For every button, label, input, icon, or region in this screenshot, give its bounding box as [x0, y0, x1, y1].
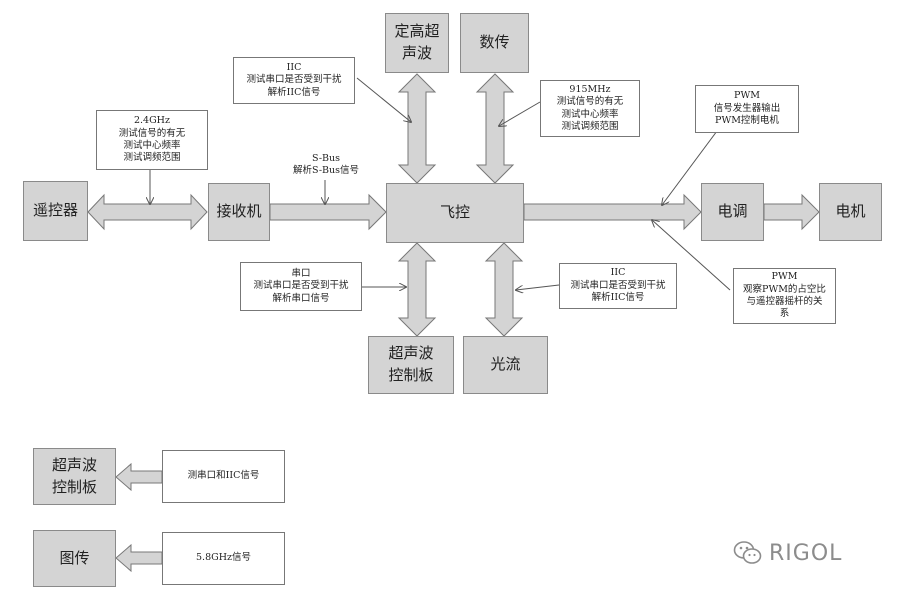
block-sonar-board: 超声波 控制板 [368, 336, 454, 394]
note-pwm-observe: PWM 观察PWM的占空比 与遥控器摇杆的关 系 [733, 268, 836, 324]
legend-block-sonar-board: 超声波 控制板 [33, 448, 116, 505]
wechat-icon [733, 541, 762, 564]
pointer-iic-top [356, 77, 411, 122]
block-data-link: 数传 [460, 13, 529, 73]
block-altitude-sonar: 定高超 声波 [385, 13, 449, 73]
legend-note-58ghz: 5.8GHz信号 [162, 532, 285, 585]
arrow-datalink-flightcontrol [475, 73, 515, 184]
note-pwm-generator: PWM 信号发生器输出 PWM控制电机 [695, 85, 799, 133]
arrow-esc-motor [763, 193, 820, 231]
watermark-text: RIGOL [769, 540, 843, 566]
block-optical-flow: 光流 [463, 336, 548, 394]
pointer-iic-bottom [516, 284, 560, 290]
arrow-legend-imagelink [115, 543, 163, 573]
label-sbus: S-Bus 解析S-Bus信号 [292, 153, 360, 177]
note-rf-24ghz: 2.4GHz 测试信号的有无 测试中心频率 测试调频范围 [96, 110, 208, 170]
arrow-flightcontrol-esc [523, 193, 702, 231]
block-motor: 电机 [819, 183, 882, 241]
pointer-pwm-gen [662, 126, 721, 205]
block-receiver: 接收机 [208, 183, 270, 241]
legend-note-uart-iic: 测串口和IIC信号 [162, 450, 285, 503]
note-uart: 串口 测试串口是否受到干扰 解析串口信号 [240, 262, 362, 311]
arrow-remote-receiver [87, 193, 208, 231]
arrow-legend-sonarboard [115, 462, 163, 492]
note-iic-bottom: IIC 测试串口是否受到干扰 解析IIC信号 [559, 263, 677, 309]
arrow-receiver-flightcontrol [269, 193, 387, 231]
arrow-altsonar-flightcontrol [397, 73, 437, 184]
pointer-rf915 [499, 101, 541, 126]
block-flight-control: 飞控 [386, 183, 524, 243]
note-iic-top: IIC 测试串口是否受到干扰 解析IIC信号 [233, 57, 355, 104]
note-rf-915mhz: 915MHz 测试信号的有无 测试中心频率 测试调频范围 [540, 80, 640, 137]
watermark: RIGOL [733, 540, 842, 566]
arrow-flightcontrol-sonarboard [397, 242, 437, 337]
block-esc: 电调 [701, 183, 764, 241]
pointer-pwm-observe [652, 220, 731, 291]
block-remote: 遥控器 [23, 181, 88, 241]
legend-block-image-link: 图传 [33, 530, 116, 587]
